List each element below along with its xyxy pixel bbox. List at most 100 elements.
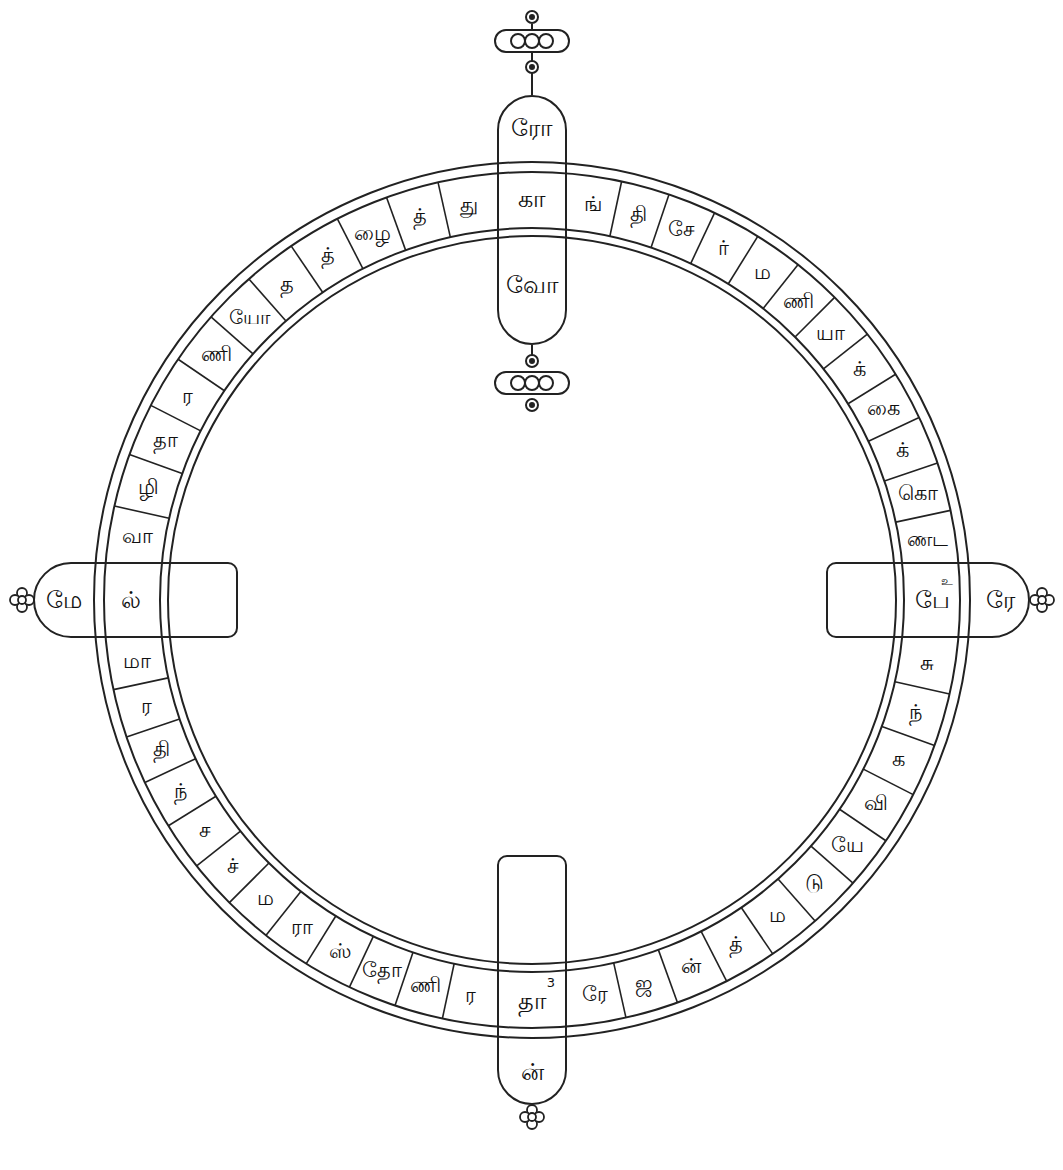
- ring-cell: கொ: [896, 476, 940, 512]
- letter: ர: [465, 985, 476, 1006]
- ring-cell: ர: [166, 378, 210, 414]
- ring-cell: ணி: [776, 283, 820, 319]
- ring-cell: ரா: [280, 909, 324, 945]
- letter: தி: [153, 739, 170, 760]
- ring-cell: ணட: [905, 521, 949, 557]
- letter: ன்: [681, 956, 701, 977]
- letter: ழி: [138, 477, 159, 498]
- cell-divider: [896, 510, 951, 522]
- letter: ல்: [121, 588, 141, 612]
- letter: ணி: [201, 344, 232, 365]
- tab-pill: தான்: [497, 855, 567, 1105]
- letter: ந்: [909, 702, 922, 723]
- letter: மா: [123, 651, 151, 672]
- ring-cell: சு: [905, 645, 949, 681]
- ring-cell: த்: [398, 198, 442, 234]
- cell-divider: [151, 405, 201, 430]
- ring-outline: [104, 172, 960, 1028]
- letter: ம: [257, 888, 274, 909]
- ring-cell: ந்: [894, 694, 938, 730]
- letter: ந்: [174, 781, 187, 802]
- letter: து: [460, 195, 478, 216]
- ring-cell: ஜ: [622, 966, 666, 1002]
- ring-cell: ணி: [194, 337, 238, 373]
- lower-ornament: [495, 345, 569, 411]
- ring-cell: ர்: [701, 231, 745, 267]
- cell-divider: [895, 682, 950, 694]
- ring-cell: டு: [793, 865, 837, 901]
- letter: க: [892, 749, 905, 770]
- cell-divider: [651, 195, 669, 248]
- cell-divider: [145, 759, 196, 783]
- ring-cell: தி: [139, 732, 183, 768]
- ring-cell: ம: [740, 255, 784, 291]
- letter: மே: [46, 588, 82, 612]
- cell-divider: [863, 769, 913, 794]
- ring-cell: யே: [826, 827, 870, 863]
- cell-divider: [442, 964, 454, 1019]
- letter: யே: [831, 835, 864, 856]
- flower-ornament: [520, 1105, 544, 1129]
- ring-cell: ர: [124, 688, 168, 724]
- letter: ர: [182, 386, 193, 407]
- ring-cell: க: [877, 741, 921, 777]
- letter: த்: [413, 206, 427, 227]
- ring-cell: தோ: [360, 953, 404, 989]
- cell-divider: [129, 455, 182, 474]
- letter: வோ: [506, 273, 559, 297]
- letter: தா: [153, 430, 178, 451]
- letter: டு: [805, 872, 824, 893]
- letter: த: [280, 274, 294, 295]
- ring-cell: வா: [115, 519, 159, 555]
- cell-divider: [113, 678, 168, 690]
- ring-cell: வி: [854, 786, 898, 822]
- letter: வி: [864, 793, 888, 814]
- letter: ணி: [410, 975, 441, 996]
- ring-cell: க்: [837, 352, 881, 388]
- superscript-mark: 3: [547, 976, 555, 989]
- letter: க்: [853, 359, 866, 380]
- letter: ரே: [582, 984, 608, 1005]
- ring-outline: [94, 162, 970, 1038]
- cell-divider: [127, 719, 180, 737]
- cell-divider: [701, 931, 726, 981]
- superscript-mark: உ: [941, 574, 953, 587]
- top-ornament: [495, 11, 569, 95]
- letter: த்: [321, 245, 335, 266]
- ring-cell: ச: [183, 812, 227, 848]
- ring-cell: ழி: [126, 470, 170, 506]
- cell-divider: [882, 726, 935, 745]
- letter: த்: [729, 934, 743, 955]
- letter: சே: [668, 219, 695, 240]
- ring-cell: ர: [449, 977, 493, 1013]
- ring-cell: ம: [755, 898, 799, 934]
- cell-divider: [614, 963, 626, 1018]
- letter: யோ: [229, 307, 270, 327]
- ring-cell: ங்: [571, 187, 615, 223]
- letter: யா: [816, 323, 845, 344]
- cell-divider: [658, 950, 677, 1003]
- ring-cell: ஸ்: [319, 933, 363, 969]
- tab-pill: மே ல்: [33, 562, 238, 638]
- letter: கை: [867, 398, 900, 419]
- letter: ழை: [354, 223, 391, 244]
- ring-cell: தி: [616, 196, 660, 232]
- ring-cell: ரே: [573, 977, 617, 1013]
- ring-cell: யோ: [227, 299, 271, 335]
- cell-divider: [114, 506, 169, 518]
- cell-divider: [728, 236, 758, 284]
- letter: க்: [896, 440, 909, 461]
- letter: கொ: [898, 483, 938, 504]
- ring-cell: க்: [881, 432, 925, 468]
- ring-cell: த: [265, 266, 309, 302]
- letter: ணி: [783, 291, 814, 312]
- letter: சு: [920, 653, 934, 674]
- ring-cell: கை: [861, 391, 905, 427]
- letter: ரோ: [511, 116, 553, 140]
- letter: ரா: [291, 917, 313, 938]
- ring-cell: ன்: [669, 949, 713, 985]
- letter: ர்: [718, 238, 729, 259]
- cell-divider: [610, 181, 622, 236]
- ring-cell: து: [447, 187, 491, 223]
